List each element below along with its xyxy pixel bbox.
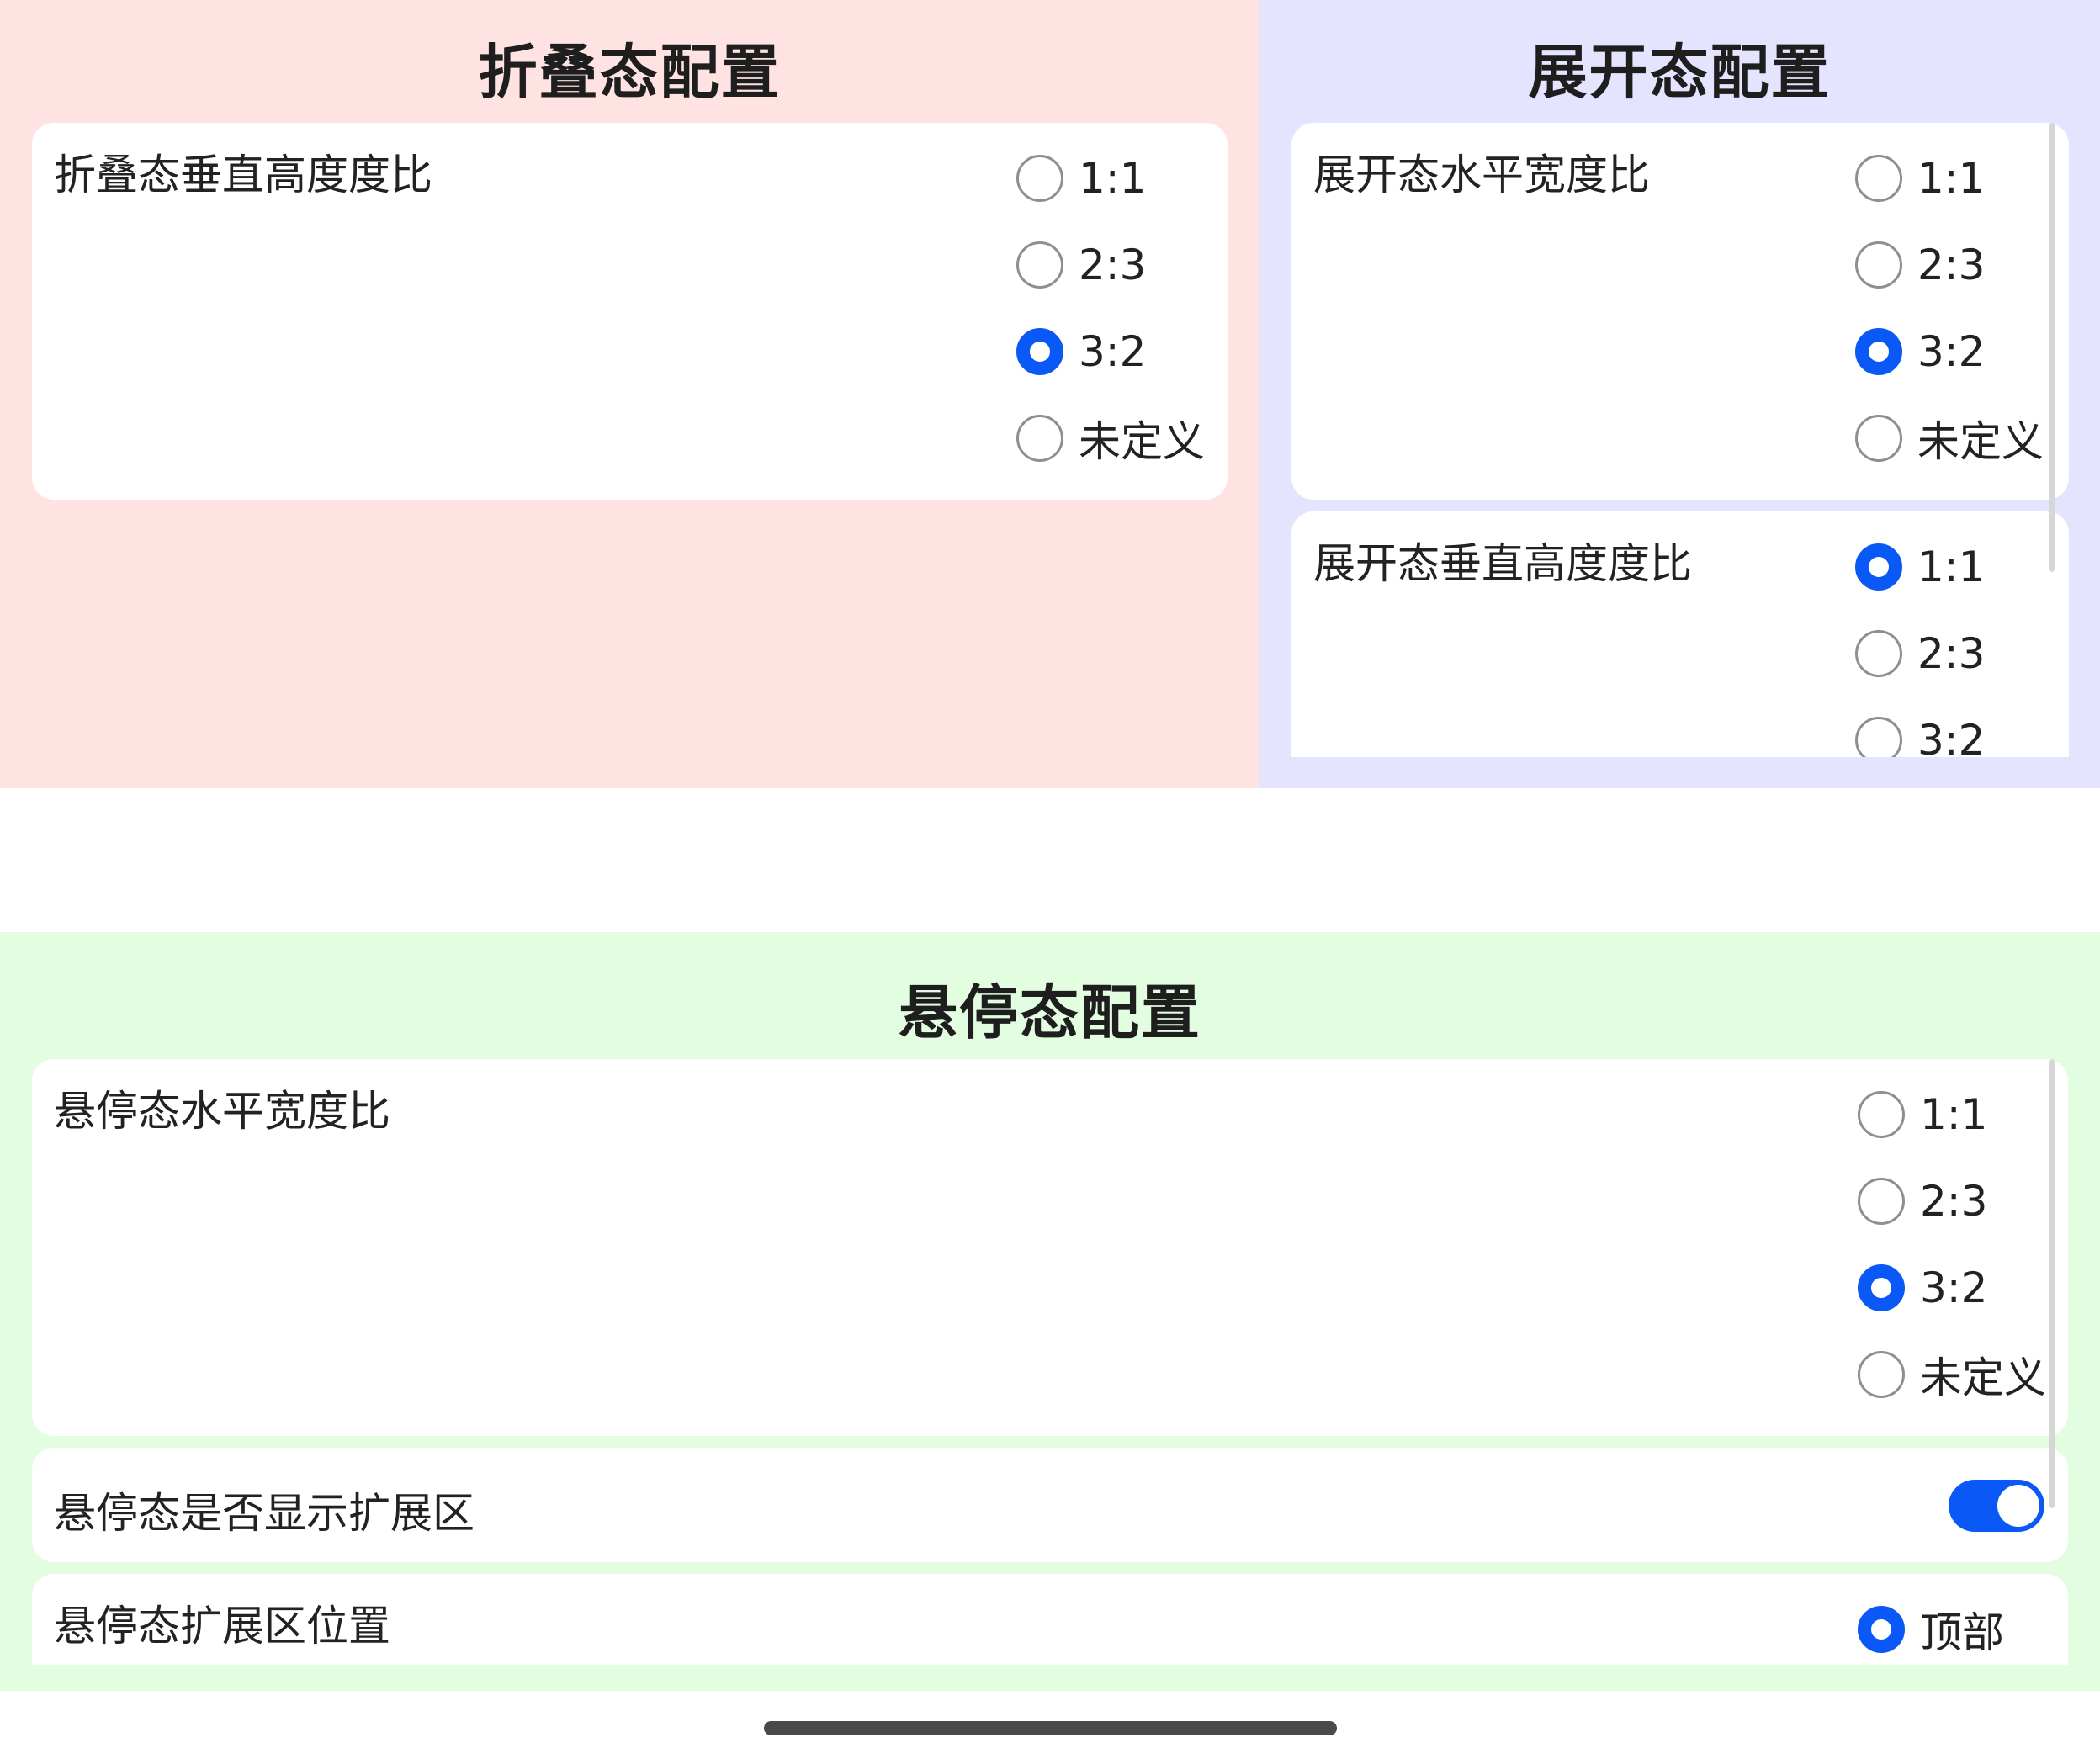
radio-option[interactable]: 1:1 [1016, 151, 1146, 205]
radio-label: 1:1 [1920, 1090, 1988, 1139]
hover-horizontal-ratio-label: 悬停态水平宽度比 [54, 1087, 390, 1136]
radio-button[interactable] [1858, 1351, 1905, 1398]
radio-option[interactable]: 2:3 [1855, 238, 1985, 292]
radio-label: 3:2 [1079, 327, 1147, 376]
hover-extension-position-label: 悬停态扩展区位置 [54, 1602, 390, 1650]
radio-button[interactable] [1855, 155, 1902, 202]
hover-extension-position-card: 悬停态扩展区位置 顶部 [32, 1574, 2068, 1665]
hover-config-title: 悬停态配置 [899, 978, 1201, 1047]
radio-button-checked[interactable] [1858, 1606, 1905, 1653]
folded-vertical-ratio-label: 折叠态垂直高度度比 [54, 151, 432, 199]
radio-option[interactable]: 3:2 [1016, 325, 1146, 379]
radio-option[interactable]: 2:3 [1858, 1174, 1987, 1228]
expanded-horizontal-ratio-card: 展开态水平宽度比 1:1 2:3 3:2 未定义 [1291, 123, 2069, 500]
hover-show-extension-label: 悬停态是否显示扩展区 [54, 1489, 475, 1538]
radio-option[interactable]: 3:2 [1855, 325, 1985, 379]
radio-option[interactable]: 2:3 [1855, 627, 1985, 681]
radio-button-checked[interactable] [1858, 1264, 1905, 1311]
radio-label: 1:1 [1917, 543, 1986, 591]
radio-button[interactable] [1858, 1178, 1905, 1225]
hover-scrollbar[interactable] [2049, 1059, 2055, 1508]
expanded-config-panel: 展开态配置 展开态水平宽度比 1:1 2:3 3:2 未 [1259, 0, 2100, 788]
radio-label: 2:3 [1920, 1177, 1988, 1226]
expanded-config-title: 展开态配置 [1528, 38, 1832, 107]
toggle-knob [1997, 1485, 2039, 1527]
radio-button[interactable] [1855, 630, 1902, 677]
expanded-scroll-area[interactable]: 展开态水平宽度比 1:1 2:3 3:2 未定义 [1291, 123, 2069, 757]
radio-button[interactable] [1016, 415, 1063, 462]
home-indicator[interactable] [764, 1721, 1337, 1735]
radio-label: 2:3 [1917, 241, 1986, 289]
radio-button[interactable] [1855, 415, 1902, 462]
radio-option[interactable]: 3:2 [1855, 713, 1985, 757]
radio-label: 未定义 [1079, 417, 1205, 466]
hover-config-panel: 悬停态配置 悬停态水平宽度比 1:1 2:3 3:2 未定义 [0, 932, 2100, 1691]
radio-button[interactable] [1855, 241, 1902, 289]
radio-option[interactable]: 未定义 [1855, 411, 2044, 466]
radio-option[interactable]: 2:3 [1016, 238, 1146, 292]
radio-option[interactable]: 未定义 [1016, 411, 1205, 466]
radio-button-checked[interactable] [1016, 328, 1063, 375]
hover-show-extension-card: 悬停态是否显示扩展区 [32, 1448, 2068, 1562]
radio-label: 3:2 [1920, 1263, 1988, 1312]
radio-option[interactable]: 1:1 [1858, 1088, 1987, 1142]
radio-label: 2:3 [1079, 241, 1147, 289]
expanded-vertical-ratio-label: 展开态垂直高度度比 [1313, 539, 1692, 588]
folded-config-title: 折叠态配置 [478, 38, 782, 107]
radio-label: 1:1 [1079, 154, 1147, 203]
radio-label: 3:2 [1917, 327, 1986, 376]
radio-option[interactable]: 1:1 [1855, 151, 1985, 205]
folded-vertical-ratio-card: 折叠态垂直高度度比 1:1 2:3 3:2 未定义 [32, 123, 1228, 500]
radio-button-checked[interactable] [1855, 328, 1902, 375]
expanded-horizontal-ratio-label: 展开态水平宽度比 [1313, 151, 1650, 199]
show-extension-toggle[interactable] [1949, 1480, 2044, 1532]
radio-option[interactable]: 未定义 [1858, 1348, 2046, 1402]
folded-config-panel: 折叠态配置 折叠态垂直高度度比 1:1 2:3 3:2 未定义 [0, 0, 1259, 788]
radio-button[interactable] [1016, 155, 1063, 202]
radio-label: 未定义 [1917, 417, 2044, 466]
radio-button[interactable] [1858, 1091, 1905, 1138]
hover-horizontal-ratio-card: 悬停态水平宽度比 1:1 2:3 3:2 未定义 [32, 1059, 2068, 1436]
radio-option[interactable]: 3:2 [1858, 1261, 1987, 1315]
expanded-vertical-ratio-card: 展开态垂直高度度比 1:1 2:3 3:2 [1291, 511, 2069, 757]
radio-label: 顶部 [1920, 1608, 2004, 1657]
radio-label: 1:1 [1917, 154, 1986, 203]
radio-label: 2:3 [1917, 629, 1986, 678]
radio-button[interactable] [1855, 717, 1902, 757]
radio-button[interactable] [1016, 241, 1063, 289]
radio-label: 未定义 [1920, 1353, 2046, 1402]
radio-option[interactable]: 顶部 [1858, 1602, 2004, 1657]
radio-label: 3:2 [1917, 716, 1986, 757]
radio-option[interactable]: 1:1 [1855, 540, 1985, 594]
radio-button-checked[interactable] [1855, 543, 1902, 591]
hover-scroll-area[interactable]: 悬停态水平宽度比 1:1 2:3 3:2 未定义 [32, 1059, 2068, 1665]
expanded-scrollbar[interactable] [2049, 123, 2055, 572]
